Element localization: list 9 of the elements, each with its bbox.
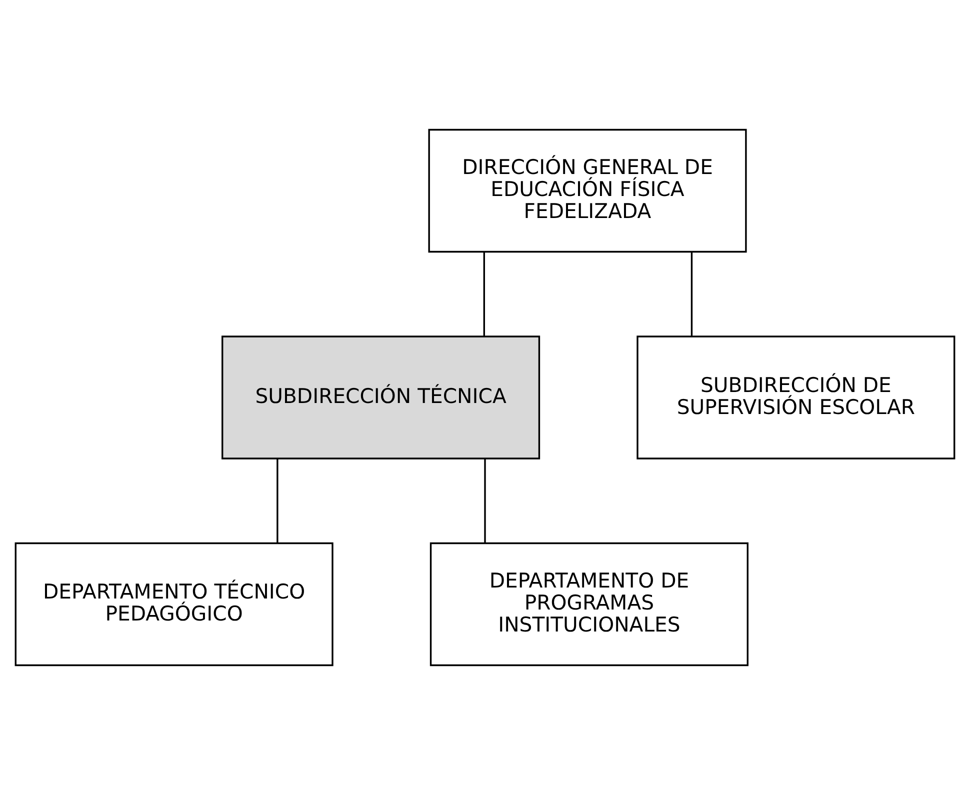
node-box: SUBDIRECCIÓN TÉCNICA bbox=[222, 335, 540, 459]
connector bbox=[483, 252, 485, 336]
node-box: DIRECCIÓN GENERAL DE EDUCACIÓN FÍSICA FEDELIZADA bbox=[428, 128, 747, 252]
node-box: DEPARTAMENTO DE PROGRAMAS INSTITUCIONALES bbox=[430, 542, 748, 666]
connector bbox=[484, 458, 486, 542]
connector bbox=[276, 458, 278, 542]
connector bbox=[690, 252, 693, 336]
node-box: DEPARTAMENTO TÉCNICO PEDAGÓGICO bbox=[14, 542, 334, 666]
node-box: SUBDIRECCIÓN DE SUPERVISIÓN ESCOLAR bbox=[636, 335, 956, 459]
